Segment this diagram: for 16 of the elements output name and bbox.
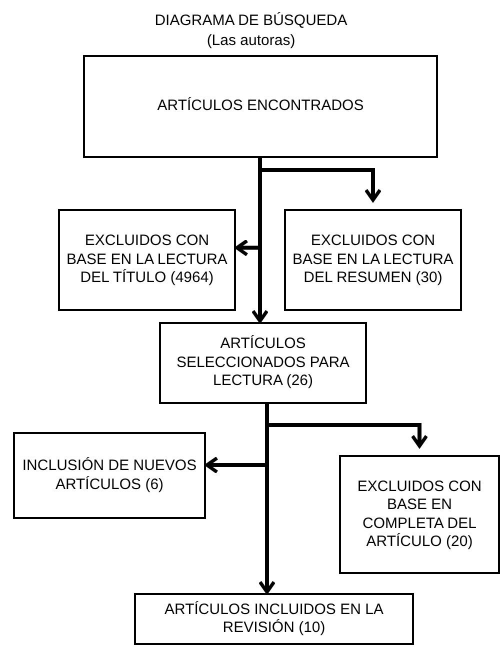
- box-text: ARTÍCULOS INCLUIDOS EN LA REVISIÓN (10): [164, 600, 384, 638]
- box-text: ARTÍCULOS SELECCIONADOS PARA LECTURA (26): [175, 335, 351, 391]
- process-box: [159, 322, 367, 404]
- process-box: [339, 455, 500, 574]
- process-box: [284, 209, 462, 311]
- box-text: ARTÍCULOS ENCONTRADOS: [157, 97, 364, 116]
- process-box: [58, 209, 236, 311]
- source-note: (Las autoras): [206, 32, 296, 49]
- box-text: EXCLUIDOS CON BASE EN LA LECTURA DEL TÍTULO (4964): [66, 232, 228, 288]
- process-box: [134, 593, 414, 645]
- process-box: [13, 432, 206, 519]
- box-text: EXCLUIDOS CON BASE EN COMPLETA DEL ARTÍCULO (20): [356, 478, 483, 552]
- box-text: EXCLUIDOS CON BASE EN LA LECTURA DEL RESUMEN (30): [292, 232, 454, 288]
- process-box: [83, 55, 438, 158]
- diagram-title: DIAGRAMA DE BÚSQUEDA: [154, 12, 348, 29]
- box-text: INCLUSIÓN DE NUEVOS ARTÍCULOS (6): [21, 457, 198, 494]
